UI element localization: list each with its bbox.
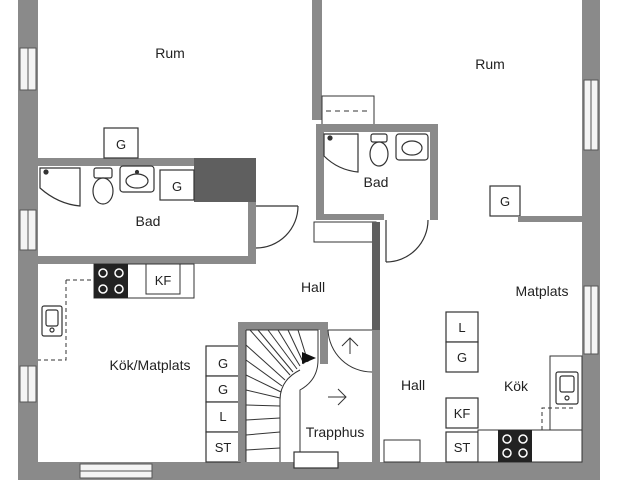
stove-icon-right [498, 430, 532, 462]
room-label-hall-upper: Hall [301, 279, 325, 295]
room-label-trapphus: Trapphus [306, 424, 365, 440]
door-bad-right [385, 219, 429, 263]
kitchen-left-counter [38, 263, 195, 361]
door-stair [327, 329, 373, 373]
sink-icon-right [395, 133, 429, 161]
room-label-bad-right: Bad [364, 174, 389, 190]
toilet-icon [92, 167, 114, 205]
col-left-0: G [218, 356, 228, 371]
stove-icon [94, 264, 128, 298]
wall-hall-divider [372, 222, 380, 464]
appliance-column-right [445, 311, 479, 463]
g-box-upper-left [103, 127, 139, 159]
col-right-2: KF [454, 406, 471, 421]
room-label-bad-left: Bad [136, 213, 161, 229]
sink-icon-kitchen-left [41, 305, 63, 337]
room-label-rum-left: Rum [155, 45, 185, 61]
shower-icon [39, 167, 81, 207]
wall-rum-right [518, 216, 582, 222]
bad-right-walls [316, 124, 438, 220]
room-label-kok-matplats: Kök/Matplats [110, 357, 191, 373]
col-left-1: G [218, 382, 228, 397]
room-label-rum-right: Rum [475, 56, 505, 72]
room-label-hall-lower: Hall [401, 377, 425, 393]
room-label-matplats: Matplats [516, 283, 569, 299]
toilet-icon-right [369, 133, 389, 167]
room-label-kok: Kök [504, 378, 529, 394]
entrance-door [293, 451, 339, 469]
bad-left-walls [38, 158, 256, 264]
outer-walls [18, 0, 600, 480]
up-arrow-icon [341, 337, 359, 354]
col-right-1: G [457, 350, 467, 365]
col-left-3: ST [215, 440, 232, 455]
shower-icon-right [323, 133, 359, 173]
g-upper-left-label: G [116, 137, 126, 152]
col-right-3: ST [454, 440, 471, 455]
g-rum-right-label: G [500, 194, 510, 209]
stair-arrow-icon [302, 352, 316, 364]
closet-small [313, 221, 377, 243]
closet-hall-lower [383, 439, 421, 463]
g-box-bad-left [159, 169, 195, 201]
stairs [245, 329, 319, 462]
closet-dashed [321, 95, 375, 127]
stairwell-walls [238, 322, 328, 462]
g-bad-left-label: G [172, 179, 182, 194]
col-right-0: L [458, 320, 465, 335]
g-box-rum-right [489, 185, 521, 217]
door-bad-left [255, 205, 299, 249]
sink-icon-kitchen-right [555, 371, 579, 405]
kf-left-label: KF [155, 273, 172, 288]
col-left-2: L [219, 409, 226, 424]
right-arrow-icon [328, 388, 347, 406]
sink-icon [119, 165, 155, 193]
